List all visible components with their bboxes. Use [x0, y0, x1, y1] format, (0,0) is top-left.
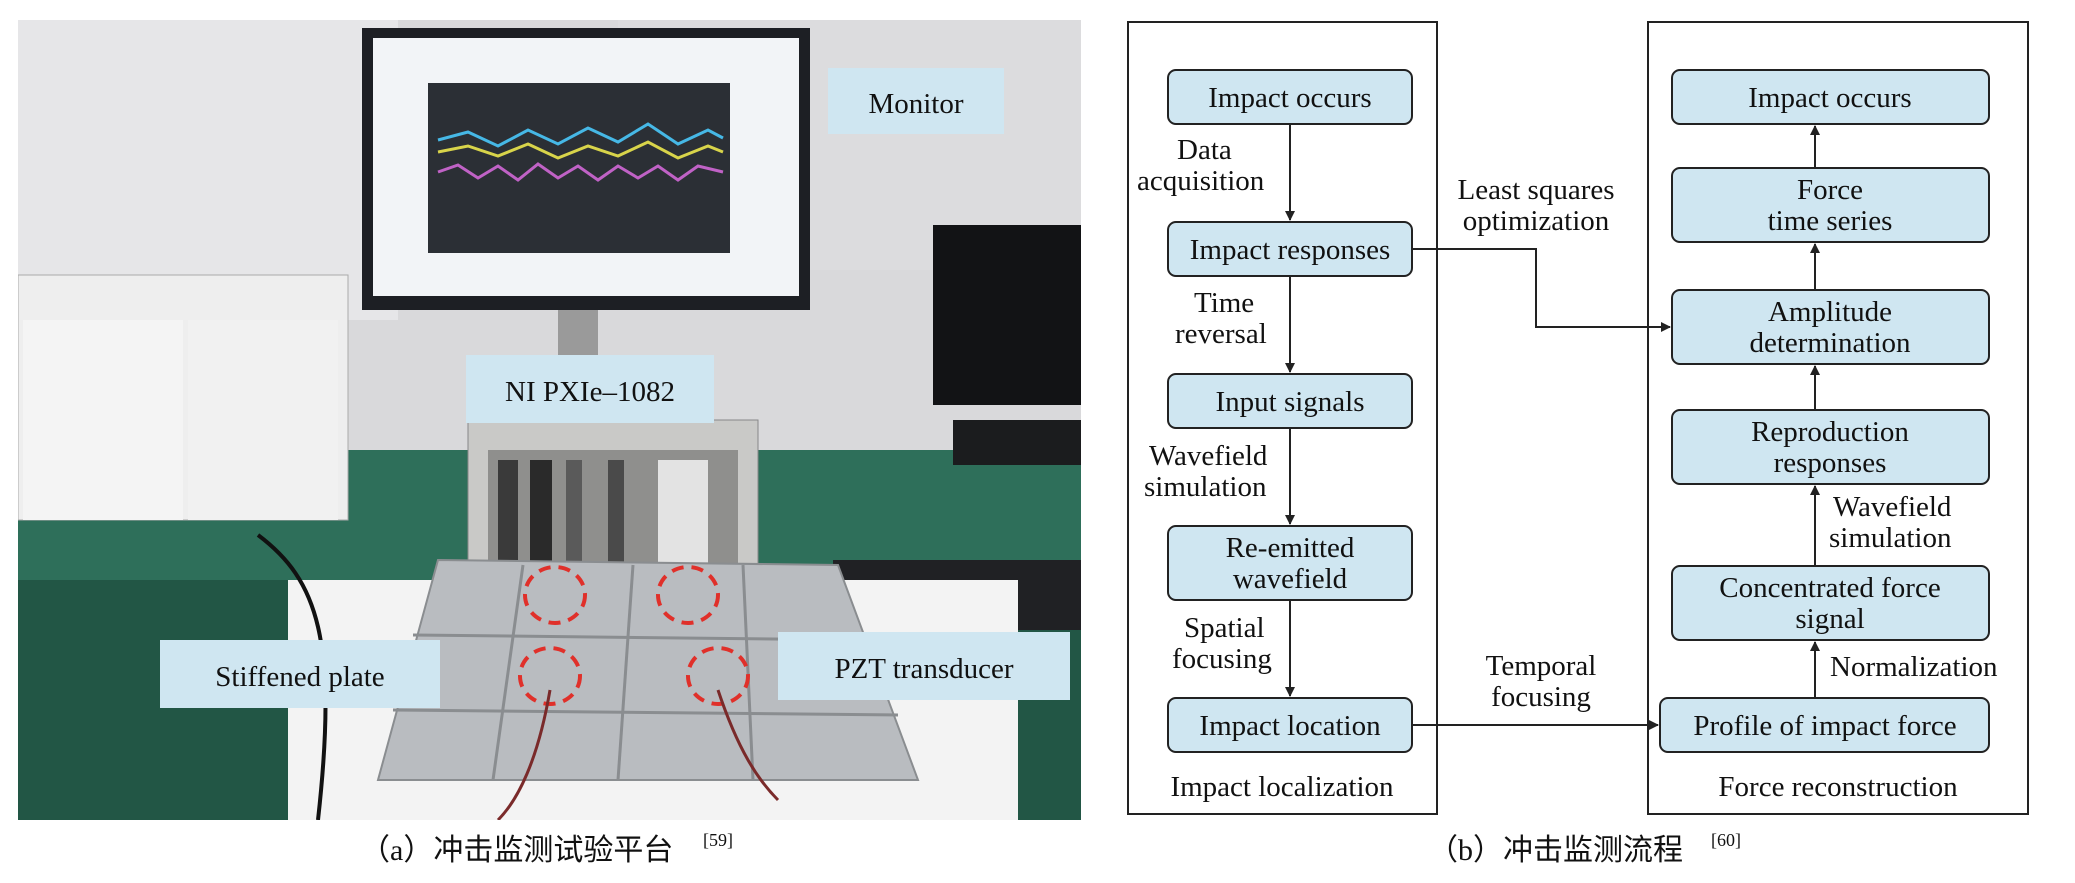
box-reproduction-responses	[1671, 409, 1990, 485]
box-text: Impact occurs	[1748, 82, 1911, 114]
edge-label: Spatial	[1184, 612, 1265, 644]
edge-label: acquisition	[1137, 165, 1265, 197]
caption-a-ref: [59]	[703, 830, 733, 850]
caption-b: （b）冲击监测流程	[1428, 834, 1683, 867]
edge-label: Normalization	[1830, 651, 1998, 683]
monitor-label-box	[828, 68, 1004, 134]
plate-label: Stiffened plate	[215, 661, 384, 693]
edge-label: reversal	[1175, 318, 1267, 350]
box-text: signal	[1795, 603, 1864, 635]
edge-label: simulation	[1144, 471, 1267, 503]
box-profile-impact-force	[1659, 697, 1990, 753]
edge-label: Wavefield	[1833, 491, 1952, 523]
monitor-label: Monitor	[868, 88, 963, 120]
plate-label-box	[160, 640, 440, 708]
edge-label: Wavefield	[1149, 440, 1268, 472]
box-text: Amplitude	[1768, 296, 1892, 328]
box-text: Impact responses	[1190, 234, 1391, 266]
pzt-marker	[518, 646, 582, 706]
box-text: Impact occurs	[1208, 82, 1371, 114]
box-text: responses	[1774, 447, 1887, 479]
edge-label: Time	[1194, 287, 1254, 319]
localization-title: Impact localization	[1170, 771, 1394, 803]
ni-label-box	[466, 355, 714, 423]
caption-b-ref: [60]	[1711, 830, 1741, 850]
experiment-photo: Monitor NI PXIe–1082 Stiffened plate PZT…	[18, 20, 1081, 820]
box-text: time series	[1768, 205, 1893, 237]
box-text: wavefield	[1233, 563, 1348, 595]
box-text: Input signals	[1215, 386, 1364, 418]
edge-label: Least squares	[1457, 174, 1614, 206]
edge-label: optimization	[1463, 205, 1610, 237]
reconstruction-frame	[1647, 21, 2029, 815]
box-amplitude-determination	[1671, 289, 1990, 365]
photo-illustration: Monitor NI PXIe–1082 Stiffened plate PZT…	[18, 20, 1081, 820]
arrow-least-squares	[1412, 248, 1671, 332]
box-text: Concentrated force	[1719, 572, 1940, 604]
edge-label: Temporal	[1486, 650, 1597, 682]
box-force-time-series	[1671, 167, 1990, 243]
box-impact-occurs-right	[1671, 69, 1990, 125]
pzt-label-box	[778, 632, 1070, 700]
reconstruction-title: Force reconstruction	[1718, 771, 1958, 803]
pzt-marker	[656, 565, 720, 625]
box-text: determination	[1749, 327, 1911, 359]
box-text: Force	[1797, 174, 1863, 206]
ni-label: NI PXIe–1082	[505, 376, 675, 408]
caption-a: （a）冲击监测试验平台	[360, 834, 673, 867]
edge-label: focusing	[1491, 681, 1591, 713]
box-concentrated-force-signal	[1671, 565, 1990, 641]
box-text: Impact location	[1199, 710, 1381, 742]
pzt-marker	[523, 565, 587, 625]
edge-label: simulation	[1829, 522, 1952, 554]
box-text: Re-emitted	[1226, 532, 1355, 564]
edge-label: Data	[1177, 134, 1232, 166]
box-text: Reproduction	[1751, 416, 1909, 448]
pzt-marker	[686, 646, 750, 706]
box-text: Profile of impact force	[1693, 710, 1956, 742]
localization-frame	[1127, 21, 1438, 815]
edge-label: focusing	[1172, 643, 1272, 675]
pzt-label: PZT transducer	[834, 653, 1013, 685]
